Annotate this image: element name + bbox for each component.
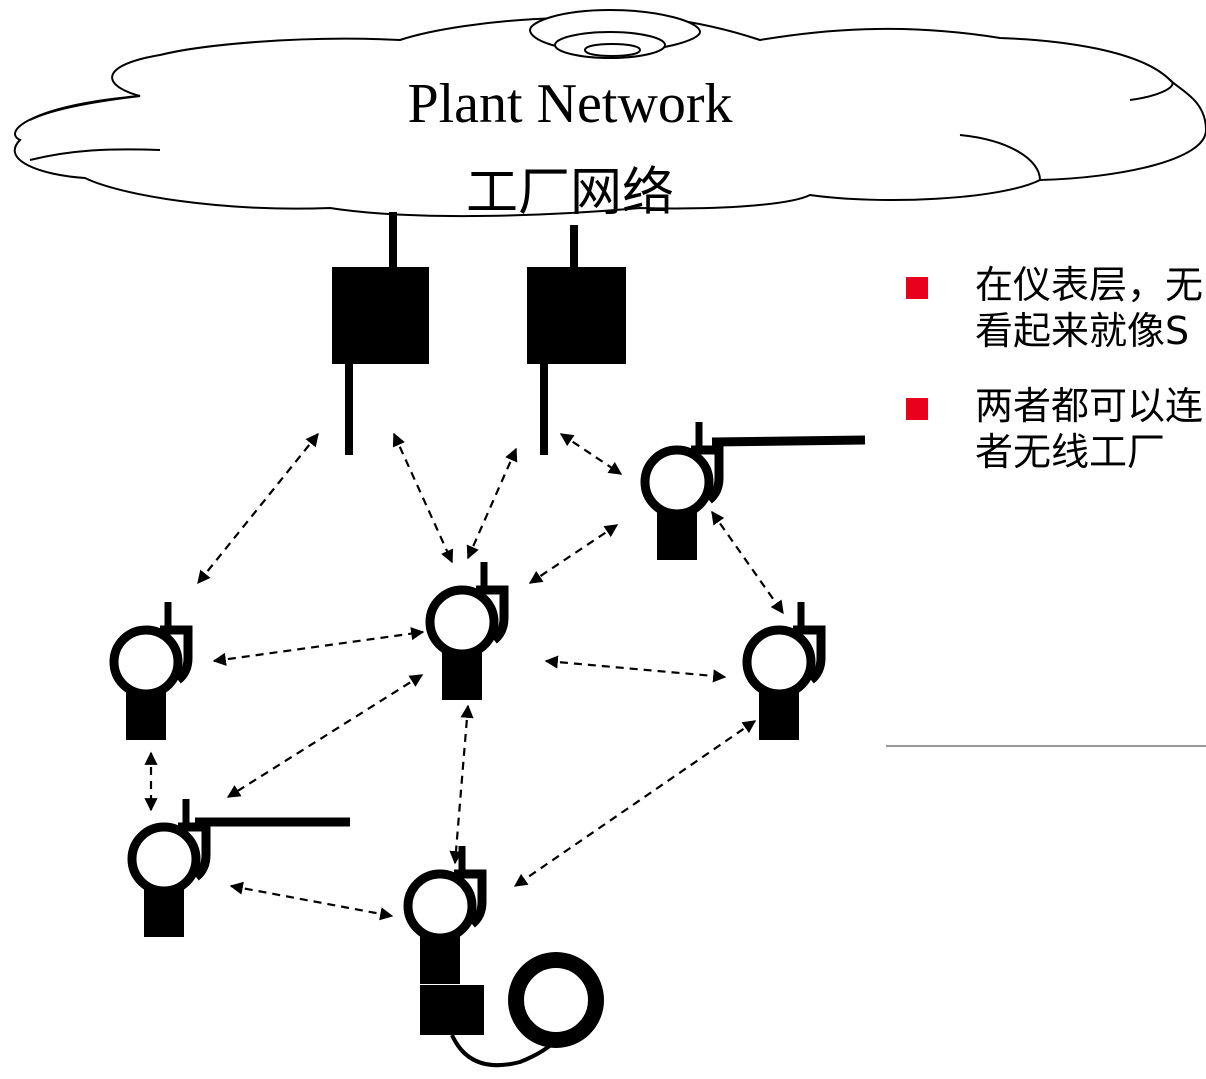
divider-line — [886, 745, 1206, 747]
link-top-right-to-center — [528, 524, 619, 584]
link-right-to-bottom-center — [513, 720, 757, 887]
bullet-2-line-2: 者无线工厂 — [975, 430, 1166, 474]
device-bottom-left — [132, 799, 206, 937]
link-gw-right-to-top-right — [559, 433, 623, 475]
device-left — [114, 602, 188, 740]
link-bottom-left-to-bottom-center — [229, 881, 394, 921]
link-gw-right-to-center — [466, 447, 518, 560]
plant-network-cloud — [13, 8, 1206, 218]
link-center-to-right — [544, 655, 727, 683]
device-bottom-center — [408, 846, 482, 984]
gateway-left — [332, 212, 429, 455]
link-center-to-bottom-center — [449, 704, 474, 865]
link-gw-left-to-center — [392, 432, 454, 564]
link-center-to-bottom-left — [226, 674, 424, 798]
bullet-square-2 — [906, 398, 928, 420]
device-top-right-flag — [711, 435, 866, 447]
gateway-right — [527, 225, 626, 455]
cloud-title-zh: 工厂网络 — [465, 163, 674, 223]
device-top-right — [645, 422, 719, 560]
link-gw-left-to-device-left — [197, 432, 319, 585]
bullet-2-line-1: 两者都可以连 — [975, 384, 1204, 428]
bullet-square-1 — [906, 277, 928, 299]
remote-sensor — [420, 952, 604, 1068]
link-left-to-center — [212, 627, 425, 666]
wireless-links — [144, 432, 784, 921]
bullet-1-line-2: 看起来就像S — [975, 309, 1190, 353]
cloud-title-en: Plant Network — [407, 73, 733, 135]
bullet-1-line-1: 在仪表层，无 — [975, 263, 1204, 307]
link-top-right-to-right — [711, 510, 784, 615]
device-center — [430, 562, 504, 700]
device-right — [747, 602, 821, 740]
